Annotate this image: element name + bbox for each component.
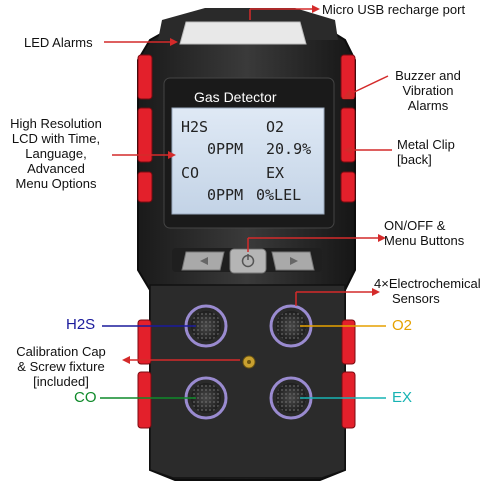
sensors-label-line-2: Sensors [392, 291, 440, 306]
lcd-row-1-left: H2S [181, 118, 209, 136]
buzzer-label-line-1: Buzzer and [395, 68, 461, 83]
callout-arrows [104, 5, 392, 364]
clip-label-line-1: Metal Clip [397, 137, 455, 152]
lcd-label-line-3: Language, [25, 146, 87, 161]
right-button[interactable] [271, 251, 315, 271]
sensor-ex [269, 376, 313, 420]
sensors-label-line-1: 4×Electrochemical [374, 276, 481, 291]
ex-label: EX [392, 389, 413, 406]
led-alarms-label: LED Alarms [24, 35, 93, 50]
led-alarm-window [179, 21, 307, 45]
calibration-label-line-1: Calibration Cap [16, 344, 106, 359]
sensor-co [184, 376, 228, 420]
calibration-label: Calibration Cap & Screw fixture [include… [2, 344, 120, 389]
lcd-row-2-left: 0PPM [207, 140, 244, 158]
usb-port-label: Micro USB recharge port [322, 2, 466, 17]
device-title: Gas Detector [194, 89, 277, 105]
calibration-screw [242, 355, 256, 369]
lcd-row-4-left: 0PPM [207, 186, 244, 204]
left-button[interactable] [181, 251, 225, 271]
side-alarm-lights [137, 54, 356, 429]
left-arrow-icon [200, 257, 208, 265]
power-button[interactable] [229, 248, 267, 274]
buttons-label: ON/OFF & Menu Buttons [384, 218, 464, 248]
buzzer-label: Buzzer and Vibration Alarms [388, 68, 468, 113]
sensor-o2 [269, 304, 313, 348]
sensors-label: 4×Electrochemical Sensors [374, 276, 481, 306]
buttons-label-line-1: ON/OFF & [384, 218, 446, 233]
calibration-label-line-3: [included] [33, 374, 89, 389]
lcd-row-3-right: EX [266, 164, 285, 182]
clip-label: Metal Clip [back] [397, 137, 455, 167]
buzzer-label-line-3: Alarms [407, 98, 449, 113]
lcd-row-3-left: CO [181, 164, 200, 182]
lcd-row-4-right: 0%LEL [256, 186, 302, 204]
buzzer-label-line-2: Vibration [402, 83, 454, 98]
buttons-label-line-2: Menu Buttons [384, 233, 465, 248]
h2s-label: H2S [66, 316, 96, 333]
lcd-label: High Resolution LCD with Time, Language,… [2, 116, 110, 191]
lcd-row-2-right: 20.9% [266, 140, 312, 158]
o2-label: O2 [392, 317, 413, 334]
lcd-row-1-right: O2 [266, 118, 285, 136]
lcd-label-line-1: High Resolution [10, 116, 102, 131]
lcd-label-line-4: Advanced [27, 161, 85, 176]
co-label: CO [74, 389, 97, 406]
clip-label-line-2: [back] [397, 152, 432, 167]
calibration-label-line-2: & Screw fixture [17, 359, 105, 374]
lcd-label-line-5: Menu Options [15, 176, 97, 191]
lcd-label-line-2: LCD with Time, [11, 131, 101, 146]
lcd-screen [171, 107, 325, 215]
right-arrow-icon [290, 257, 298, 265]
